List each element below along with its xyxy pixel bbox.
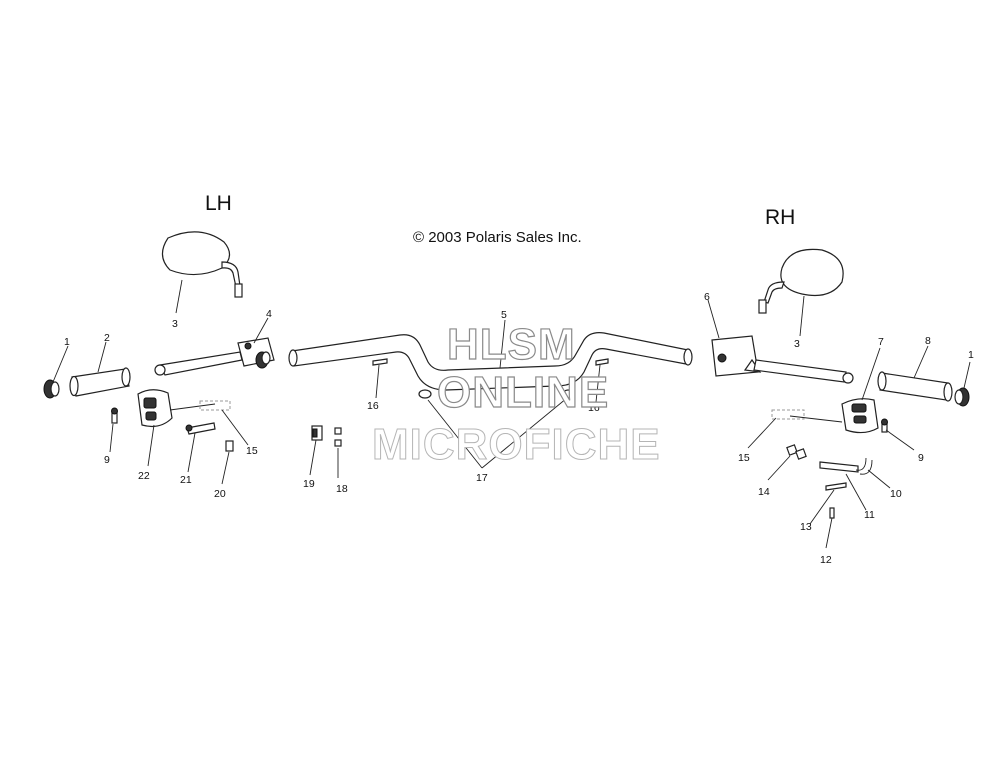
lh-lever-assembly: [154, 337, 275, 376]
leader-lines: [52, 279, 971, 549]
callout-label: 17: [476, 472, 488, 484]
callout-label: 6: [704, 291, 710, 303]
rh-screw: [881, 418, 888, 433]
lh-mirror: [161, 231, 243, 298]
lh-side-label: LH: [205, 192, 232, 215]
lh-cable-clip: [185, 422, 216, 435]
center-bracket: [311, 425, 323, 441]
callout-label: 1: [64, 336, 70, 348]
callout-label: 9: [104, 454, 110, 466]
rh-grip: [877, 371, 953, 402]
callout-label: 22: [138, 470, 150, 482]
lh-bar-end: [43, 379, 60, 399]
rh-master-cylinder: [711, 335, 854, 384]
rh-side-label: RH: [765, 206, 796, 229]
callout-label: 12: [820, 554, 832, 566]
callout-label: 21: [180, 474, 192, 486]
watermark-line-2: ONLINE: [436, 367, 610, 417]
callout-label: 1: [968, 349, 974, 361]
callout-label: 3: [172, 318, 178, 330]
handlebar: [288, 332, 693, 391]
callout-label: 16: [367, 400, 379, 412]
callout-label: 2: [104, 332, 110, 344]
callout-label: 3: [794, 338, 800, 350]
callout-label: 11: [864, 509, 875, 521]
center-tie-left: [372, 358, 388, 366]
callout-label: 4: [266, 308, 272, 320]
rh-pin: [829, 507, 835, 519]
rh-brake-switch: [819, 457, 873, 475]
rh-connectors: [786, 444, 807, 460]
lh-switch-housing: [137, 389, 231, 428]
watermark-line-1: HLSM: [446, 319, 576, 369]
center-screws: [334, 427, 342, 447]
copyright-notice: © 2003 Polaris Sales Inc.: [413, 229, 582, 246]
lh-clamp: [225, 440, 234, 452]
callout-label: 5: [501, 309, 507, 321]
callout-label: 15: [246, 445, 258, 457]
lh-screw: [111, 407, 118, 424]
callout-label: 15: [738, 452, 750, 464]
callout-label: 13: [800, 521, 812, 533]
watermark-line-3: MICROFICHE: [372, 420, 661, 470]
lh-grip: [69, 367, 131, 397]
rh-mirror: [758, 248, 844, 314]
callout-label: 9: [918, 452, 924, 464]
callout-label: 16: [588, 402, 600, 414]
callout-label: 20: [214, 488, 226, 500]
center-tie-right: [595, 358, 609, 366]
callout-label: 19: [303, 478, 315, 490]
rh-bar-end: [954, 387, 970, 407]
callout-labels: 1 2 3 4 22 9 15 21 20 5 16 19 18 17 16 6…: [64, 291, 974, 566]
callout-label: 10: [890, 488, 902, 500]
callout-label: 8: [925, 335, 931, 347]
rh-clip: [825, 482, 847, 491]
callout-label: 7: [878, 336, 884, 348]
callout-label: 14: [758, 486, 770, 498]
callout-label: 18: [336, 483, 348, 495]
center-cable-clips: [418, 389, 574, 399]
rh-switch-housing: [771, 398, 879, 434]
